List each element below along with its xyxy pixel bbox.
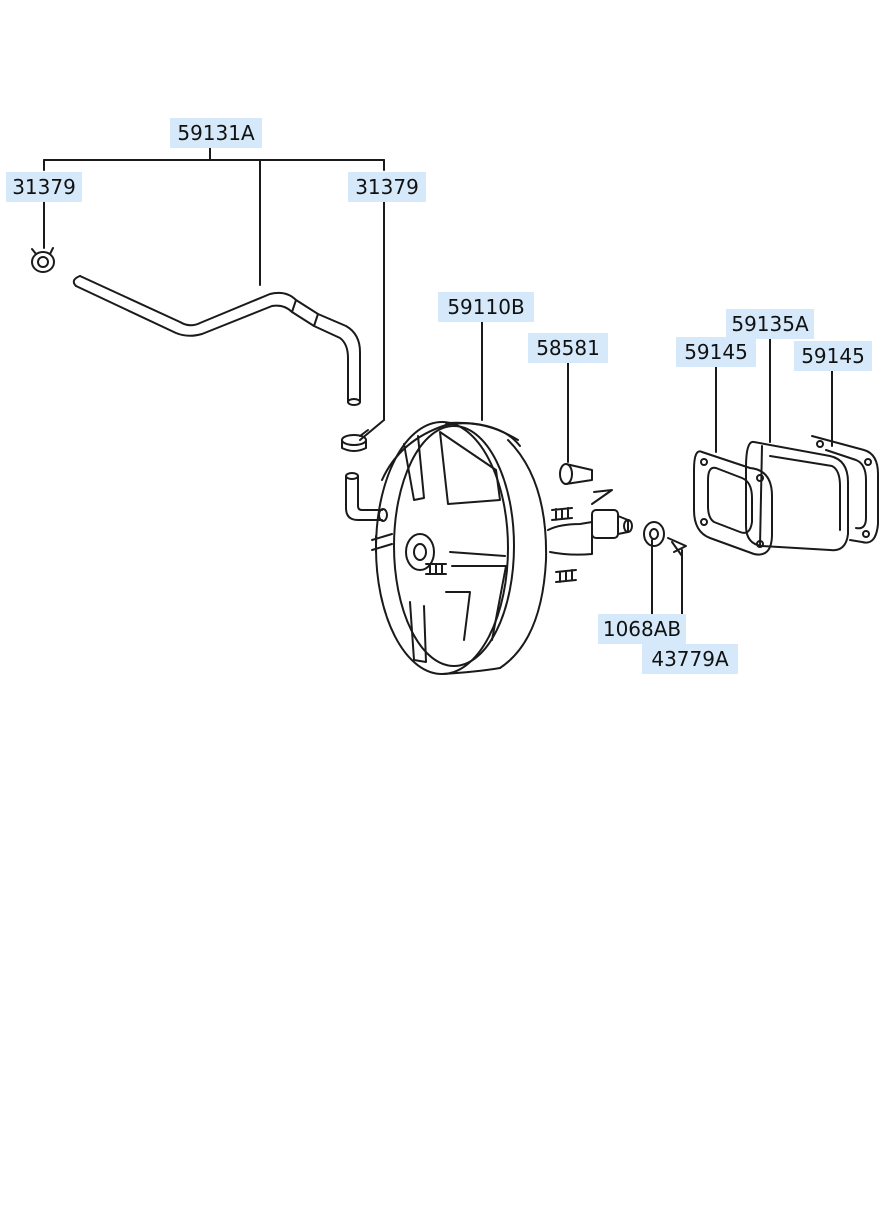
washer-part: [643, 521, 665, 547]
callout-clip[interactable]: 43779A: [642, 644, 738, 674]
bolt-part: [559, 463, 593, 485]
spacer-part: [745, 440, 849, 552]
callout-gasket-left[interactable]: 59145: [676, 337, 756, 367]
brake-booster-part: [371, 421, 633, 675]
callout-clamp-left[interactable]: 31379: [6, 172, 82, 202]
clamp-left-part: [31, 247, 55, 273]
vacuum-hose-part: [72, 275, 361, 406]
clip-part: [667, 537, 687, 557]
callout-washer[interactable]: 1068AB: [598, 614, 686, 644]
callout-booster[interactable]: 59110B: [438, 292, 534, 322]
gasket-right-part: [811, 435, 879, 544]
callout-hose-assembly[interactable]: 59131A: [170, 118, 262, 148]
callout-clamp-right[interactable]: 31379: [348, 172, 426, 202]
clamp-right-part: [341, 429, 369, 452]
check-valve-part: [345, 472, 388, 522]
callout-bolt[interactable]: 58581: [528, 333, 608, 363]
callout-spacer[interactable]: 59135A: [726, 309, 814, 339]
leader-lines: [43, 147, 833, 645]
callout-gasket-right[interactable]: 59145: [794, 341, 872, 371]
